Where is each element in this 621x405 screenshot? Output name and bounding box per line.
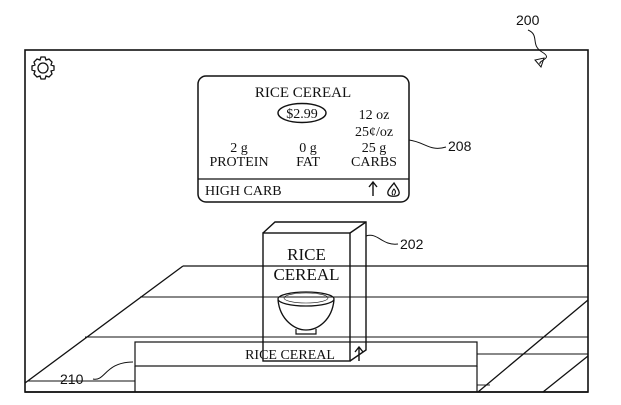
- nutrient-amount: 2 g: [230, 141, 248, 156]
- shelf: [24, 265, 589, 393]
- gear-icon[interactable]: [31, 56, 55, 80]
- ref-208-leader: [408, 139, 447, 149]
- nutrient-label: FAT: [296, 155, 320, 170]
- ref-200-leader: [527, 29, 547, 65]
- info-price: $2.99: [286, 107, 318, 122]
- product-box-line2: CEREAL: [273, 265, 339, 284]
- ref-210: 210: [60, 371, 84, 387]
- info-card[interactable]: RICE CEREAL $2.99 12 oz 25¢/oz 2 g PROTE…: [197, 75, 410, 203]
- nutrient-label: PROTEIN: [209, 155, 268, 170]
- info-footer-label: HIGH CARB: [205, 184, 282, 199]
- flame-icon: [387, 181, 400, 197]
- ref-200-arrowhead: [534, 57, 545, 68]
- ref-202-leader: [365, 234, 399, 245]
- info-size: 12 oz: [359, 108, 390, 123]
- ref-200: 200: [516, 12, 540, 28]
- ref-202: 202: [400, 236, 424, 252]
- price-circle: [277, 102, 327, 124]
- nutrient-label: CARBS: [351, 155, 397, 170]
- shelf-label-text: RICE CEREAL: [245, 348, 335, 363]
- arrow-up-icon: [368, 180, 378, 196]
- cereal-bowl-icon: [277, 291, 335, 335]
- shelf-label[interactable]: RICE CEREAL: [134, 341, 478, 393]
- info-unit-price: 25¢/oz: [355, 125, 393, 140]
- ref-208: 208: [448, 138, 472, 154]
- info-product-name: RICE CEREAL: [255, 85, 351, 101]
- product-box-line1: RICE: [287, 245, 326, 264]
- ref-210-leader: [92, 361, 134, 380]
- nutrient-amount: 25 g: [362, 141, 387, 156]
- arrow-up-icon: [354, 345, 364, 361]
- product-box[interactable]: RICE CEREAL: [262, 221, 367, 362]
- nutrient-amount: 0 g: [299, 141, 317, 156]
- screen-frame: [24, 49, 589, 393]
